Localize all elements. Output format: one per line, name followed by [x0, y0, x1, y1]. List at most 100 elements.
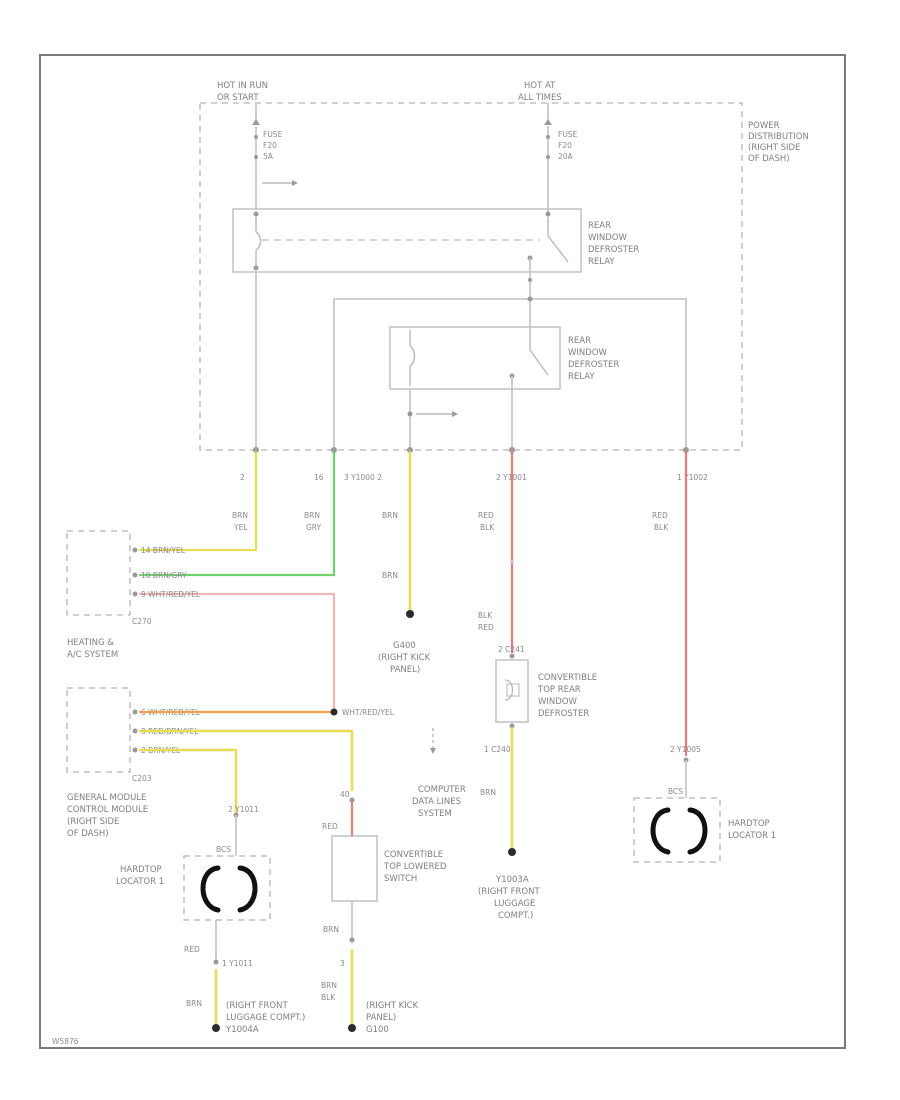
- fuse-left: FUSE F20 5A: [252, 103, 298, 210]
- svg-text:2 Y1005: 2 Y1005: [670, 745, 701, 754]
- svg-text:BLK: BLK: [480, 523, 495, 532]
- svg-text:1 C240: 1 C240: [484, 745, 511, 754]
- svg-text:Y1003A: Y1003A: [495, 875, 529, 885]
- hot-at-all-times-label: HOT AT ALL TIMES: [518, 81, 562, 103]
- svg-text:3: 3: [340, 959, 345, 968]
- hvac-module: 14 BRN/YEL 10 BRN/GRY 9 WHT/RED/YEL C270…: [66, 530, 201, 660]
- relay-1: REAR WINDOW DEFROSTER RELAY: [232, 208, 639, 273]
- svg-text:(RIGHT FRONT: (RIGHT FRONT: [226, 1001, 288, 1011]
- hardtop-locator-left: 2 Y1011 BCS HARDTOP LOCATOR 1 RED 1 Y101…: [116, 805, 305, 1035]
- svg-text:C203: C203: [132, 774, 152, 783]
- wire-brn-g400: BRN BRN: [382, 450, 414, 618]
- pdc-internal-wires: [255, 258, 687, 450]
- svg-text:CONVERTIBLE: CONVERTIBLE: [538, 673, 597, 683]
- svg-text:BRN: BRN: [186, 999, 202, 1008]
- svg-text:40: 40: [340, 790, 350, 799]
- svg-text:HARDTOP: HARDTOP: [728, 819, 770, 829]
- svg-text:F20: F20: [263, 141, 277, 150]
- svg-text:REAR: REAR: [568, 336, 591, 346]
- svg-text:2 C241: 2 C241: [498, 645, 525, 654]
- svg-text:YEL: YEL: [233, 523, 248, 532]
- locator-left-c-right-icon: [237, 865, 258, 913]
- diagram-id: W5876: [52, 1037, 79, 1046]
- svg-text:WINDOW: WINDOW: [588, 233, 628, 243]
- gem-wires: WHT/RED/YEL: [138, 708, 395, 814]
- svg-text:3 Y1000 2: 3 Y1000 2: [344, 473, 382, 482]
- svg-text:LOCATOR 1: LOCATOR 1: [728, 831, 776, 841]
- svg-text:1 Y1002: 1 Y1002: [677, 473, 708, 482]
- svg-text:BRN: BRN: [232, 511, 248, 520]
- svg-text:ALL TIMES: ALL TIMES: [518, 93, 562, 103]
- svg-text:DISTRIBUTION: DISTRIBUTION: [748, 132, 809, 142]
- svg-text:Y1004A: Y1004A: [225, 1025, 259, 1035]
- locator-right-c-left-icon: [650, 807, 671, 855]
- svg-text:(RIGHT KICK: (RIGHT KICK: [366, 1001, 419, 1011]
- svg-text:SWITCH: SWITCH: [384, 874, 417, 884]
- wire-brn-yel: BRN YEL: [138, 450, 258, 552]
- svg-text:BRN: BRN: [304, 511, 320, 520]
- svg-text:BCS: BCS: [668, 787, 683, 796]
- computer-data-lines: COMPUTER DATA LINES SYSTEM: [412, 728, 466, 819]
- svg-text:HEATING &: HEATING &: [67, 638, 114, 648]
- svg-text:(RIGHT FRONT: (RIGHT FRONT: [478, 887, 540, 897]
- power-distribution-box: [199, 102, 743, 451]
- svg-text:BRN: BRN: [382, 511, 398, 520]
- svg-text:F20: F20: [558, 141, 572, 150]
- svg-text:TOP REAR: TOP REAR: [537, 685, 581, 695]
- svg-text:G400: G400: [393, 641, 416, 651]
- svg-text:PANEL): PANEL): [390, 665, 420, 675]
- svg-text:BLK: BLK: [321, 993, 336, 1002]
- svg-text:RED: RED: [478, 623, 494, 632]
- svg-text:DEFROSTER: DEFROSTER: [538, 709, 589, 719]
- svg-text:WINDOW: WINDOW: [568, 348, 608, 358]
- svg-text:(RIGHT SIDE: (RIGHT SIDE: [67, 817, 119, 827]
- svg-text:RED: RED: [652, 511, 668, 520]
- svg-text:POWER: POWER: [748, 121, 780, 131]
- svg-text:10 BRN/GRY: 10 BRN/GRY: [141, 571, 187, 580]
- svg-text:RED: RED: [478, 511, 494, 520]
- hardtop-locator-right: 2 Y1005 BCS HARDTOP LOCATOR 1: [633, 745, 776, 863]
- pdc-label: POWER DISTRIBUTION (RIGHT SIDE OF DASH): [748, 121, 809, 164]
- svg-text:LUGGAGE COMPT.): LUGGAGE COMPT.): [226, 1013, 305, 1023]
- diagram-border: [39, 54, 846, 1049]
- svg-text:A/C SYSTEM: A/C SYSTEM: [67, 650, 118, 660]
- svg-text:BRN: BRN: [323, 925, 339, 934]
- svg-text:HOT AT: HOT AT: [524, 81, 556, 91]
- svg-text:COMPUTER: COMPUTER: [418, 785, 466, 795]
- svg-text:WHT/RED/YEL: WHT/RED/YEL: [342, 708, 395, 717]
- svg-text:CONTROL MODULE: CONTROL MODULE: [67, 805, 148, 815]
- svg-text:(RIGHT KICK: (RIGHT KICK: [378, 653, 431, 663]
- svg-text:COMPT.): COMPT.): [498, 911, 533, 921]
- svg-text:16: 16: [314, 473, 324, 482]
- svg-text:BCS: BCS: [216, 845, 231, 854]
- svg-text:SYSTEM: SYSTEM: [418, 809, 452, 819]
- svg-text:PANEL): PANEL): [366, 1013, 396, 1023]
- svg-text:OF DASH): OF DASH): [748, 154, 790, 164]
- svg-text:CONVERTIBLE: CONVERTIBLE: [384, 850, 443, 860]
- svg-text:5A: 5A: [263, 152, 274, 161]
- convertible-defroster: 2 C241 1 C240 CONVERTIBLE TOP REAR WINDO…: [478, 645, 597, 921]
- svg-text:LOCATOR 1: LOCATOR 1: [116, 877, 164, 887]
- svg-text:14 BRN/YEL: 14 BRN/YEL: [141, 546, 186, 555]
- svg-text:HOT IN RUN: HOT IN RUN: [217, 81, 268, 91]
- locator-right-c-right-icon: [687, 807, 708, 855]
- svg-text:GENERAL MODULE: GENERAL MODULE: [67, 793, 146, 803]
- svg-text:RELAY: RELAY: [568, 372, 595, 382]
- svg-text:FUSE: FUSE: [263, 130, 283, 139]
- wire-red-blk-defroster: RED BLK BLK RED: [478, 450, 514, 654]
- locator-left-c-left-icon: [200, 865, 221, 913]
- svg-text:DEFROSTER: DEFROSTER: [588, 245, 639, 255]
- svg-text:(RIGHT SIDE: (RIGHT SIDE: [748, 143, 800, 153]
- svg-text:BLK: BLK: [654, 523, 669, 532]
- svg-text:RED: RED: [322, 822, 338, 831]
- fuse-right: FUSE F20 20A: [544, 103, 578, 210]
- svg-text:HARDTOP: HARDTOP: [120, 865, 162, 875]
- svg-text:G100: G100: [366, 1025, 389, 1035]
- svg-text:LUGGAGE: LUGGAGE: [494, 899, 535, 909]
- svg-text:BRN: BRN: [382, 571, 398, 580]
- svg-text:BRN: BRN: [321, 981, 337, 990]
- svg-text:1 Y1011: 1 Y1011: [222, 959, 253, 968]
- svg-text:GRY: GRY: [306, 523, 322, 532]
- wire-wht-red-yel: [138, 592, 336, 714]
